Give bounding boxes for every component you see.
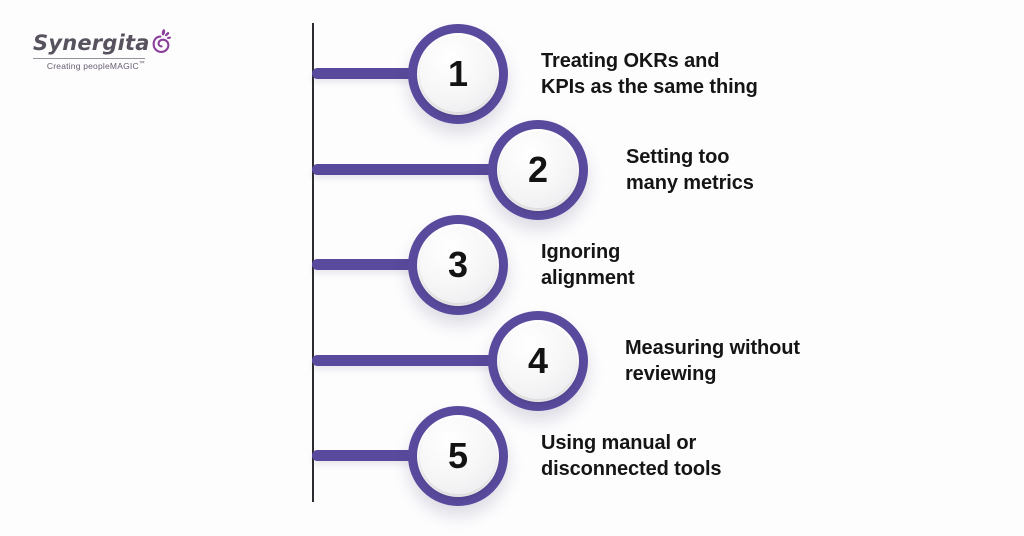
step-number-5: 5	[447, 435, 469, 476]
step-label-2: Setting too many metrics	[626, 144, 754, 196]
step-circle-2: 2	[488, 120, 588, 220]
step-label-line: reviewing	[625, 363, 717, 385]
step-number-4: 4	[527, 340, 549, 381]
step-label-5: Using manual or disconnected tools	[541, 430, 722, 482]
step-label-line: Using manual or	[541, 432, 697, 454]
connector-line-1	[312, 68, 458, 79]
step-circle-inner-2: 2	[500, 132, 576, 208]
step-label-line: alignment	[541, 267, 635, 289]
step-label-3: Ignoring alignment	[541, 239, 635, 291]
synergita-swirl-icon	[152, 29, 171, 53]
step-label-line: Setting too	[626, 146, 730, 168]
step-label-line: Measuring without	[625, 337, 800, 359]
step-label-line: Treating OKRs and	[541, 50, 720, 72]
step-number-2: 2	[527, 149, 549, 190]
step-number-3: 3	[447, 244, 469, 285]
brand-name: Synergita	[33, 30, 150, 55]
connector-line-5	[312, 450, 458, 461]
step-number-1: 1	[447, 53, 469, 94]
step-label-line: many metrics	[626, 172, 754, 194]
step-circle-inner-4: 4	[500, 323, 576, 399]
synergita-logo: Synergita Creating peopleMAGIC™	[33, 28, 171, 71]
logo-tagline-text: Creating peopleMAGIC	[46, 61, 139, 71]
step-label-line: Ignoring	[541, 241, 621, 263]
connector-line-4	[312, 355, 538, 366]
step-circle-5: 5	[408, 406, 508, 506]
connector-line-2	[312, 164, 538, 175]
logo-divider	[33, 58, 145, 59]
step-label-line: disconnected tools	[541, 458, 722, 480]
step-label-line: KPIs as the same thing	[541, 76, 758, 98]
step-circle-inner-3: 3	[420, 227, 496, 303]
step-circle-3: 3	[408, 215, 508, 315]
trademark-symbol: ™	[138, 61, 145, 68]
logo-tagline: Creating peopleMAGIC™	[33, 61, 145, 71]
step-circle-inner-5: 5	[420, 418, 496, 494]
connector-line-3	[312, 259, 458, 270]
step-label-4: Measuring without reviewing	[625, 335, 800, 387]
step-circle-1: 1	[408, 24, 508, 124]
step-circle-4: 4	[488, 311, 588, 411]
step-label-1: Treating OKRs and KPIs as the same thing	[541, 48, 758, 100]
step-circle-inner-1: 1	[420, 36, 496, 112]
